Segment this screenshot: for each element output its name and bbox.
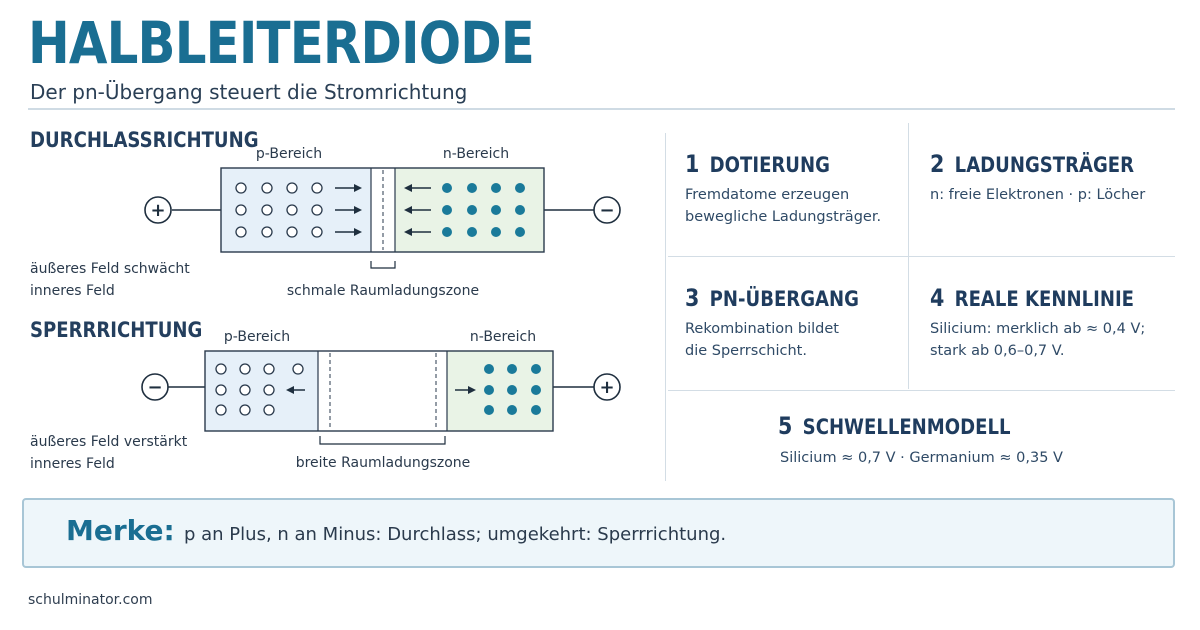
forward-electrons — [442, 183, 525, 237]
card-5-heading: 5 SCHWELLENMODELL — [778, 412, 1010, 440]
card-5-number: 5 — [778, 412, 793, 440]
forward-hole-arrows — [335, 184, 362, 236]
merke-text: p an Plus, n an Minus: Durchlass; umgeke… — [184, 524, 727, 545]
reverse-field-note-line1: äußeres Feld verstärkt — [30, 434, 188, 450]
reverse-left-symbol: − — [147, 377, 162, 398]
reverse-diagram — [141, 350, 621, 445]
forward-zone-bracket — [370, 261, 396, 269]
card-4-title: REALE KENNLINIE — [954, 287, 1135, 311]
merke-box: Merke: p an Plus, n an Minus: Durchlass;… — [22, 498, 1175, 568]
card-3-title: PN-ÜBERGANG — [709, 287, 859, 311]
grid-left-border — [665, 133, 666, 481]
forward-p-label: p-Bereich — [256, 146, 322, 162]
forward-holes — [235, 182, 323, 238]
forward-crystal-outline — [220, 167, 545, 253]
reverse-zone-label: breite Raumladungszone — [296, 455, 471, 471]
card-3-heading: 3 PN-ÜBERGANG — [685, 284, 859, 312]
reverse-zone-bracket — [319, 436, 446, 445]
header-divider — [28, 108, 1175, 110]
forward-left-symbol: + — [150, 200, 165, 221]
reverse-n-label: n-Bereich — [470, 329, 536, 345]
card-3-line1: Rekombination bildet — [685, 321, 839, 337]
card-4-heading: 4 REALE KENNLINIE — [930, 284, 1134, 312]
reverse-field-note-line2: inneres Feld — [30, 456, 115, 472]
card-3-line2: die Sperrschicht. — [685, 343, 807, 359]
reverse-p-label: p-Bereich — [224, 329, 290, 345]
card-1-title: DOTIERUNG — [709, 153, 830, 177]
card-1-line1: Fremdatome erzeugen — [685, 187, 850, 203]
card-4-line2: stark ab 0,6–0,7 V. — [930, 343, 1065, 359]
card-1-heading: 1 DOTIERUNG — [685, 150, 830, 178]
forward-n-label: n-Bereich — [443, 146, 509, 162]
card-5-line1: Silicium ≈ 0,7 V · Germanium ≈ 0,35 V — [780, 450, 1063, 466]
diode-diagrams: + − − + p-Bereich n-Bereich p-Bereich n-… — [141, 146, 621, 471]
forward-zone-label: schmale Raumladungszone — [287, 283, 479, 299]
forward-field-note-line2: inneres Feld — [30, 283, 115, 299]
card-2-body: n: freie Elektronen · p: Löcher — [930, 184, 1145, 206]
reverse-field-note: äußeres Feld verstärkt inneres Feld — [30, 431, 187, 475]
forward-field-note-line1: äußeres Feld schwächt — [30, 261, 190, 277]
card-1-line2: bewegliche Ladungsträger. — [685, 209, 882, 225]
forward-plus-terminal — [144, 196, 172, 224]
reverse-right-symbol: + — [599, 377, 614, 398]
forward-electron-arrows — [404, 184, 431, 236]
grid-row-divider-2 — [668, 390, 1175, 391]
forward-heading: DURCHLASSRICHTUNG — [30, 128, 259, 152]
card-4-number: 4 — [930, 284, 945, 312]
card-2-line1: n: freie Elektronen · p: Löcher — [930, 187, 1146, 203]
reverse-heading: SPERRRICHTUNG — [30, 318, 203, 342]
reverse-holes — [215, 363, 304, 416]
page-subtitle: Der pn-Übergang steuert die Stromrichtun… — [30, 80, 468, 104]
footer-source: schulminator.com — [28, 592, 153, 608]
page-title: HALBLEITERDIODE — [28, 9, 535, 77]
forward-right-symbol: − — [599, 200, 614, 221]
card-2-title: LADUNGSTRÄGER — [954, 153, 1135, 177]
card-2-number: 2 — [930, 150, 945, 178]
reverse-plus-terminal — [593, 373, 621, 401]
forward-diagram — [144, 167, 621, 269]
card-2-heading: 2 LADUNGSTRÄGER — [930, 150, 1134, 178]
card-5-body: Silicium ≈ 0,7 V · Germanium ≈ 0,35 V — [668, 447, 1175, 469]
card-1-body: Fremdatome erzeugen bewegliche Ladungstr… — [685, 184, 881, 228]
forward-field-note: äußeres Feld schwächt inneres Feld — [30, 258, 190, 302]
forward-minus-terminal — [593, 196, 621, 224]
reverse-crystal-outline — [204, 350, 554, 432]
card-4-body: Silicium: merklich ab ≈ 0,4 V; stark ab … — [930, 318, 1145, 362]
card-3-body: Rekombination bildet die Sperrschicht. — [685, 318, 839, 362]
card-4-line1: Silicium: merklich ab ≈ 0,4 V; — [930, 321, 1146, 337]
reverse-electrons — [484, 364, 541, 415]
card-5-title: SCHWELLENMODELL — [802, 415, 1011, 439]
grid-row-divider-1 — [668, 256, 1175, 257]
reverse-minus-terminal — [141, 373, 169, 401]
card-1-number: 1 — [685, 150, 700, 178]
card-3-number: 3 — [685, 284, 700, 312]
merke-label: Merke: — [66, 514, 175, 547]
